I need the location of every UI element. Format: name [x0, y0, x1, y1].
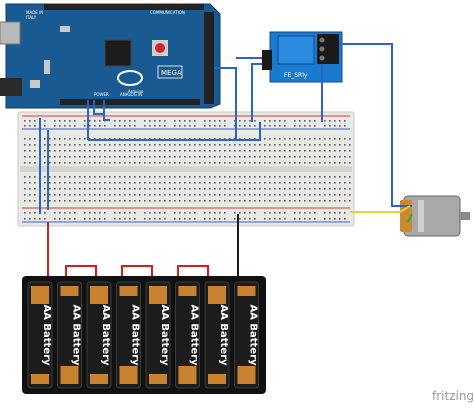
usb-port: [0, 21, 21, 45]
breadboard-holes: [24, 120, 351, 220]
arduino-brand: Arduino: [128, 89, 144, 94]
aa-battery-cell: AA Battery: [175, 281, 200, 389]
arduino-comm-label: COMMUNICATION: [150, 10, 185, 15]
relay-header-pins: [262, 50, 272, 70]
aa-battery-cell: AA Battery: [57, 281, 82, 389]
battery-label: AA Battery: [159, 304, 170, 366]
arduino-logo-icon: [117, 70, 143, 86]
battery-label: AA Battery: [130, 304, 141, 366]
aa-battery-cell: AA Battery: [116, 281, 141, 389]
microcontroller-chip: [104, 39, 132, 67]
relay-label: FE_SRly: [284, 72, 308, 79]
wires: [39, 43, 413, 278]
battery-label: AA Battery: [71, 304, 82, 366]
battery-label: AA Battery: [248, 304, 259, 366]
breadboard: [17, 111, 355, 227]
fritzing-watermark: fritzing: [432, 389, 474, 403]
arduino-mega-board: Arduino MEGA MADE IN ITALY POWER ANALOG …: [0, 3, 221, 109]
dc-motor: [400, 195, 470, 237]
aa-battery-cell: AA Battery: [234, 281, 259, 389]
arduino-power-label: POWER: [94, 92, 109, 97]
aa-battery-cell: AA Battery: [204, 281, 230, 389]
aa-battery-cell: AA Battery: [27, 281, 53, 389]
arduino-model: MEGA: [161, 69, 182, 77]
battery-label: AA Battery: [100, 304, 111, 366]
arduino-silk-made-in: MADE IN: [26, 10, 43, 15]
relay-module: FE_SRly: [262, 31, 343, 83]
arduino-silk-italy: ITALY: [26, 15, 37, 20]
power-jack: [0, 78, 22, 96]
battery-pack: AA Battery AA Battery AA Battery AA Battery…: [22, 276, 266, 394]
aa-battery-cell: AA Battery: [145, 281, 171, 389]
battery-label: AA Battery: [218, 304, 229, 366]
arduino-analog-label: ANALOG IN: [120, 92, 142, 97]
battery-label: AA Battery: [41, 304, 52, 366]
aa-battery-cell: AA Battery: [86, 281, 112, 389]
battery-label: AA Battery: [189, 304, 200, 366]
